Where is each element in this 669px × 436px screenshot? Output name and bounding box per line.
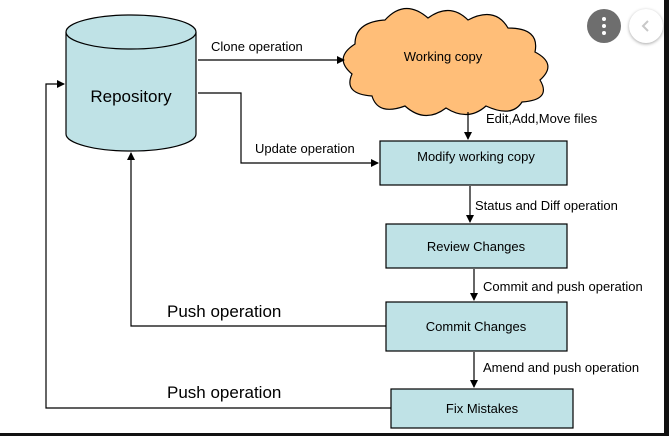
repository-label: Repository <box>90 87 172 106</box>
push-arrow-1 <box>127 152 386 327</box>
commit-label: Commit Changes <box>426 319 527 334</box>
modify-working-copy-node: Modify working copy <box>379 140 568 186</box>
amend-push-label: Amend and push operation <box>483 360 639 375</box>
push-label-1: Push operation <box>167 302 281 321</box>
review-changes-node: Review Changes <box>385 223 568 269</box>
more-vertical-icon <box>602 17 606 35</box>
fix-mistakes-node: Fix Mistakes <box>390 388 574 429</box>
repository-node: Repository <box>65 14 197 152</box>
status-label: Status and Diff operation <box>475 198 618 213</box>
fix-label: Fix Mistakes <box>446 401 519 416</box>
chevron-left-icon <box>641 20 649 32</box>
right-frame-edge <box>664 0 669 436</box>
clone-label: Clone operation <box>211 39 303 54</box>
back-button[interactable] <box>629 9 663 43</box>
push-label-2: Push operation <box>167 383 281 402</box>
update-label: Update operation <box>255 141 355 156</box>
push-arrow-2 <box>45 80 391 409</box>
working-copy-label: Working copy <box>404 49 483 64</box>
update-arrow <box>198 92 379 167</box>
bottom-frame-edge <box>0 433 669 436</box>
modify-label: Modify working copy <box>417 149 535 164</box>
more-options-button[interactable] <box>587 9 621 43</box>
connectors <box>45 56 478 409</box>
working-copy-node: Working copy <box>342 7 549 117</box>
edit-label: Edit,Add,Move files <box>486 111 598 126</box>
review-label: Review Changes <box>427 239 526 254</box>
commit-changes-node: Commit Changes <box>385 301 568 352</box>
commit-push-label: Commit and push operation <box>483 279 643 294</box>
